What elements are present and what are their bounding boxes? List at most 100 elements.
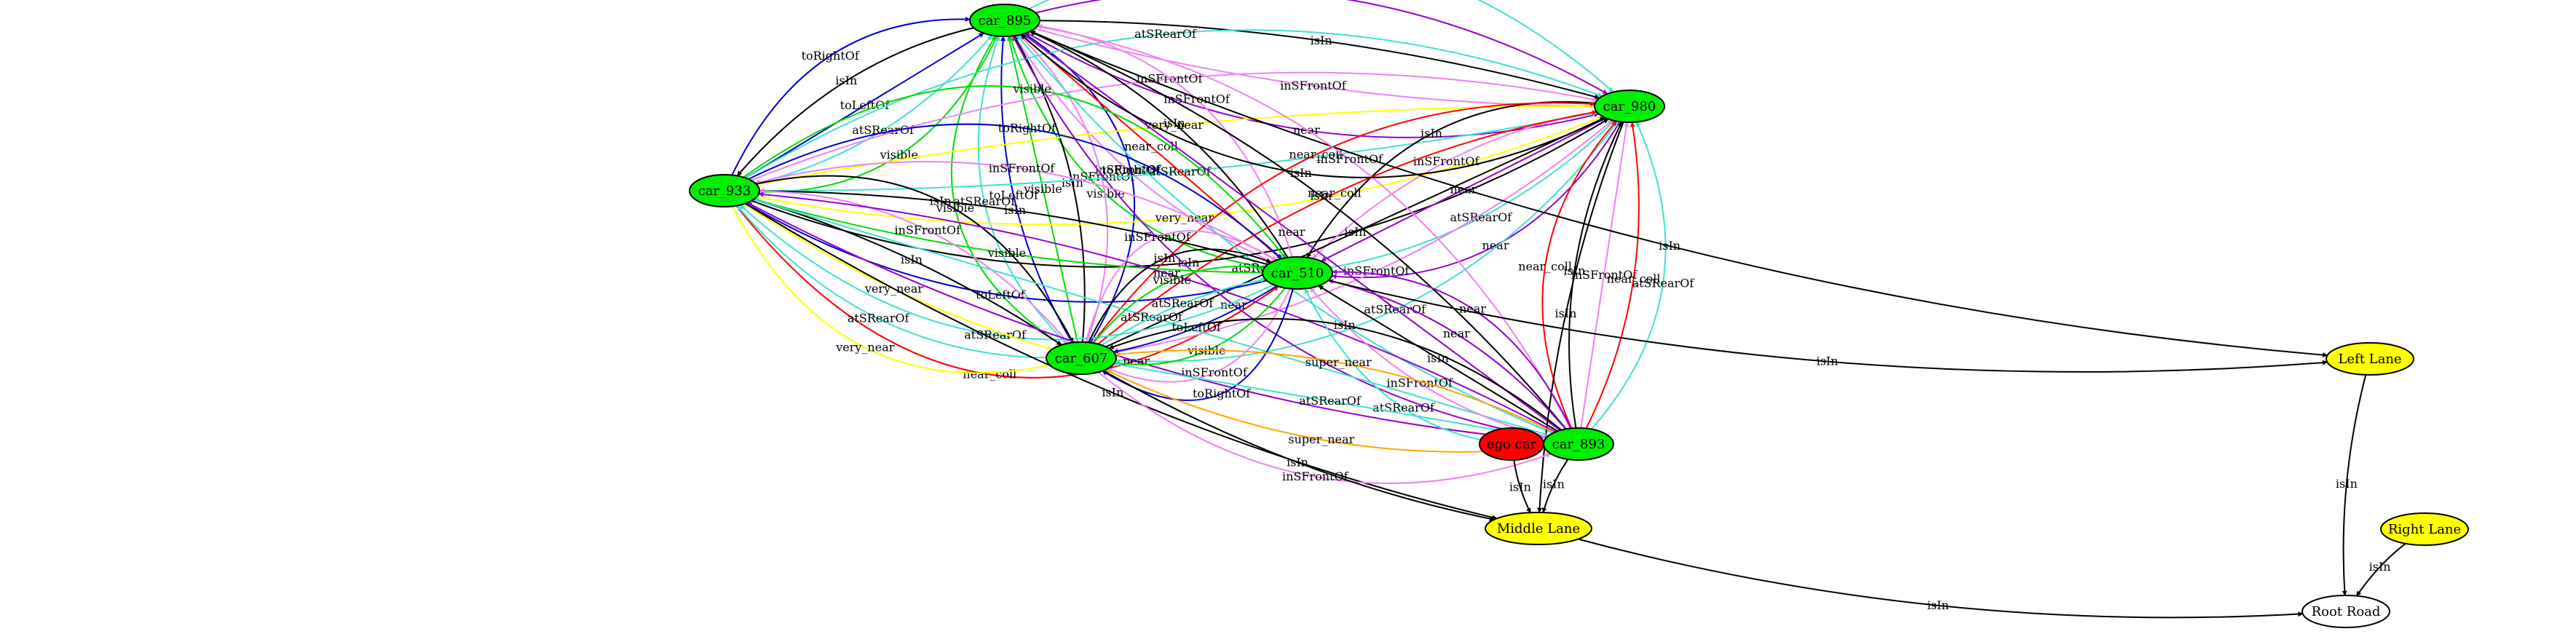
edge-line [739,204,1274,341]
edge-line [731,16,971,175]
edge-car_893-car_895: isIn [1030,30,1567,430]
edge-car_893-car_607: atSRearOf [1113,362,1546,440]
edge-label: atSRearOf [1134,27,1197,41]
edge-line [1332,269,1572,429]
node-car-895: car_895 [969,4,1040,37]
edge-line [1580,122,1629,429]
edge-line [1513,459,1531,513]
edge-label: inSFrontOf [1163,92,1230,106]
edge-car_893-car_980: isIn [1563,121,1623,429]
edge-car_933-car_980: atSRearOf [745,27,1603,179]
edge-label: inSFrontOf [1571,268,1638,282]
edge-line [1113,119,1613,354]
edge-label: inSFrontOf [1280,79,1347,92]
edge-car_893-car_980: near_coll [1518,120,1617,429]
edge-label: isIn [1543,478,1565,491]
edge-line [1578,538,2304,619]
edge-car_510-car_933: atSRearOf [739,204,1274,341]
edge-line [1088,248,1272,343]
edge-label: isIn [1421,127,1442,140]
edge-line [1105,368,1545,453]
edge-car_510-car_933: visible [754,197,1263,274]
edge-label: near [1153,266,1180,280]
edge-line [746,202,1268,303]
edge-label: isIn [1163,116,1185,130]
edge-car_893-car_895: near [1022,33,1561,432]
edge-label: isIn [930,194,952,207]
edges-layer: visibleatSRearOftoLeftOfvisibleisIninSFr… [731,0,2406,619]
node-ego-car: ego car [1479,427,1544,461]
edge-label: atSRearOf [1632,277,1695,290]
edge-line [754,161,1276,261]
edge-car_893-middle_lane: isIn [1541,459,1569,513]
edge-label: near_coll [963,368,1016,381]
edge-label: inSFrontOf [1386,376,1453,389]
node-label: car_607 [1055,351,1108,366]
edge-line [745,29,1603,179]
edge-label: very_near [835,341,895,354]
edge-label: inSFrontOf [1282,469,1349,483]
edge-car_607-car_980: inSFrontOf [1113,119,1613,354]
edge-label: atSRearOf [1450,210,1512,224]
edge-car_893-car_980: inSFrontOf [1571,122,1638,429]
edge-label: isIn [1345,225,1367,239]
edge-label: isIn [1927,598,1949,612]
edge-line [743,85,1287,258]
node-shape [969,4,1040,37]
edge-line [732,205,1051,374]
edge-label: isIn [2336,477,2358,491]
edge-line [751,71,1598,181]
edge-line [756,116,1604,226]
edge-car_607-car_510: inSFrontOf [1085,230,1277,343]
edge-label: isIn [1659,239,1680,253]
edge-car_933-car_510: near_coll [735,205,1279,381]
edge-label: isIn [1154,251,1176,265]
edge-label: isIn [1563,263,1585,277]
edge-line [746,202,1545,442]
edge-label: inSFrontOf [1181,365,1248,379]
node-car-893: car_893 [1543,427,1614,461]
edge-car_607-car_893: inSFrontOf [1097,371,1552,485]
edge-line [1020,33,1606,178]
edge-car_607-car_933: inSFrontOf [759,189,1070,344]
edge-car_607-car_510: visible [1093,265,1265,344]
node-label: car_893 [1552,437,1605,452]
node-shape [1594,90,1665,123]
edge-line [748,123,1283,260]
edge-label: isIn [1102,386,1123,400]
edge-label: toRightOf [998,122,1056,135]
edge-car_510-car_933: toLeftOf [746,202,1268,303]
edge-right_lane-root_road: isIn [2355,543,2406,597]
edge-middle_lane-root_road: isIn [1578,538,2304,619]
edge-line [1327,279,1567,430]
node-label: car_510 [1271,266,1324,281]
edge-label: near [1314,0,1341,3]
edge-line [1028,0,1614,93]
edge-line [1019,34,1109,343]
node-middle-lane: Middle Lane [1485,512,1592,545]
edge-line [1102,370,1495,521]
edge-car_510-car_895: isIn [1029,31,1289,258]
node-root-road: Root Road [2302,595,2390,628]
edge-label: atSRearOf [964,328,1027,341]
edge-car_893-car_510: isIn [1318,285,1558,432]
edge-line [1541,120,1617,429]
edge-label: near [1220,298,1247,312]
edge-label: near_coll [1289,147,1343,161]
edge-label: isIn [1555,306,1577,320]
node-label: car_895 [979,13,1032,28]
edge-label: isIn [1310,189,1332,202]
edge-line [1585,122,1640,429]
edge-label: near_coll [1518,260,1572,274]
edge-line [745,32,984,179]
node-shape [2326,342,2414,376]
edge-car_933-car_510: visible [743,82,1287,258]
edge-label: visible [1153,273,1191,287]
node-shape [2302,595,2390,628]
edge-label: atSRearOf [1372,401,1435,415]
edge-line [1318,285,1558,432]
edge-line [758,191,1556,433]
edge-car_933-car_895: toRightOf [731,16,971,175]
edge-line [1568,121,1623,429]
